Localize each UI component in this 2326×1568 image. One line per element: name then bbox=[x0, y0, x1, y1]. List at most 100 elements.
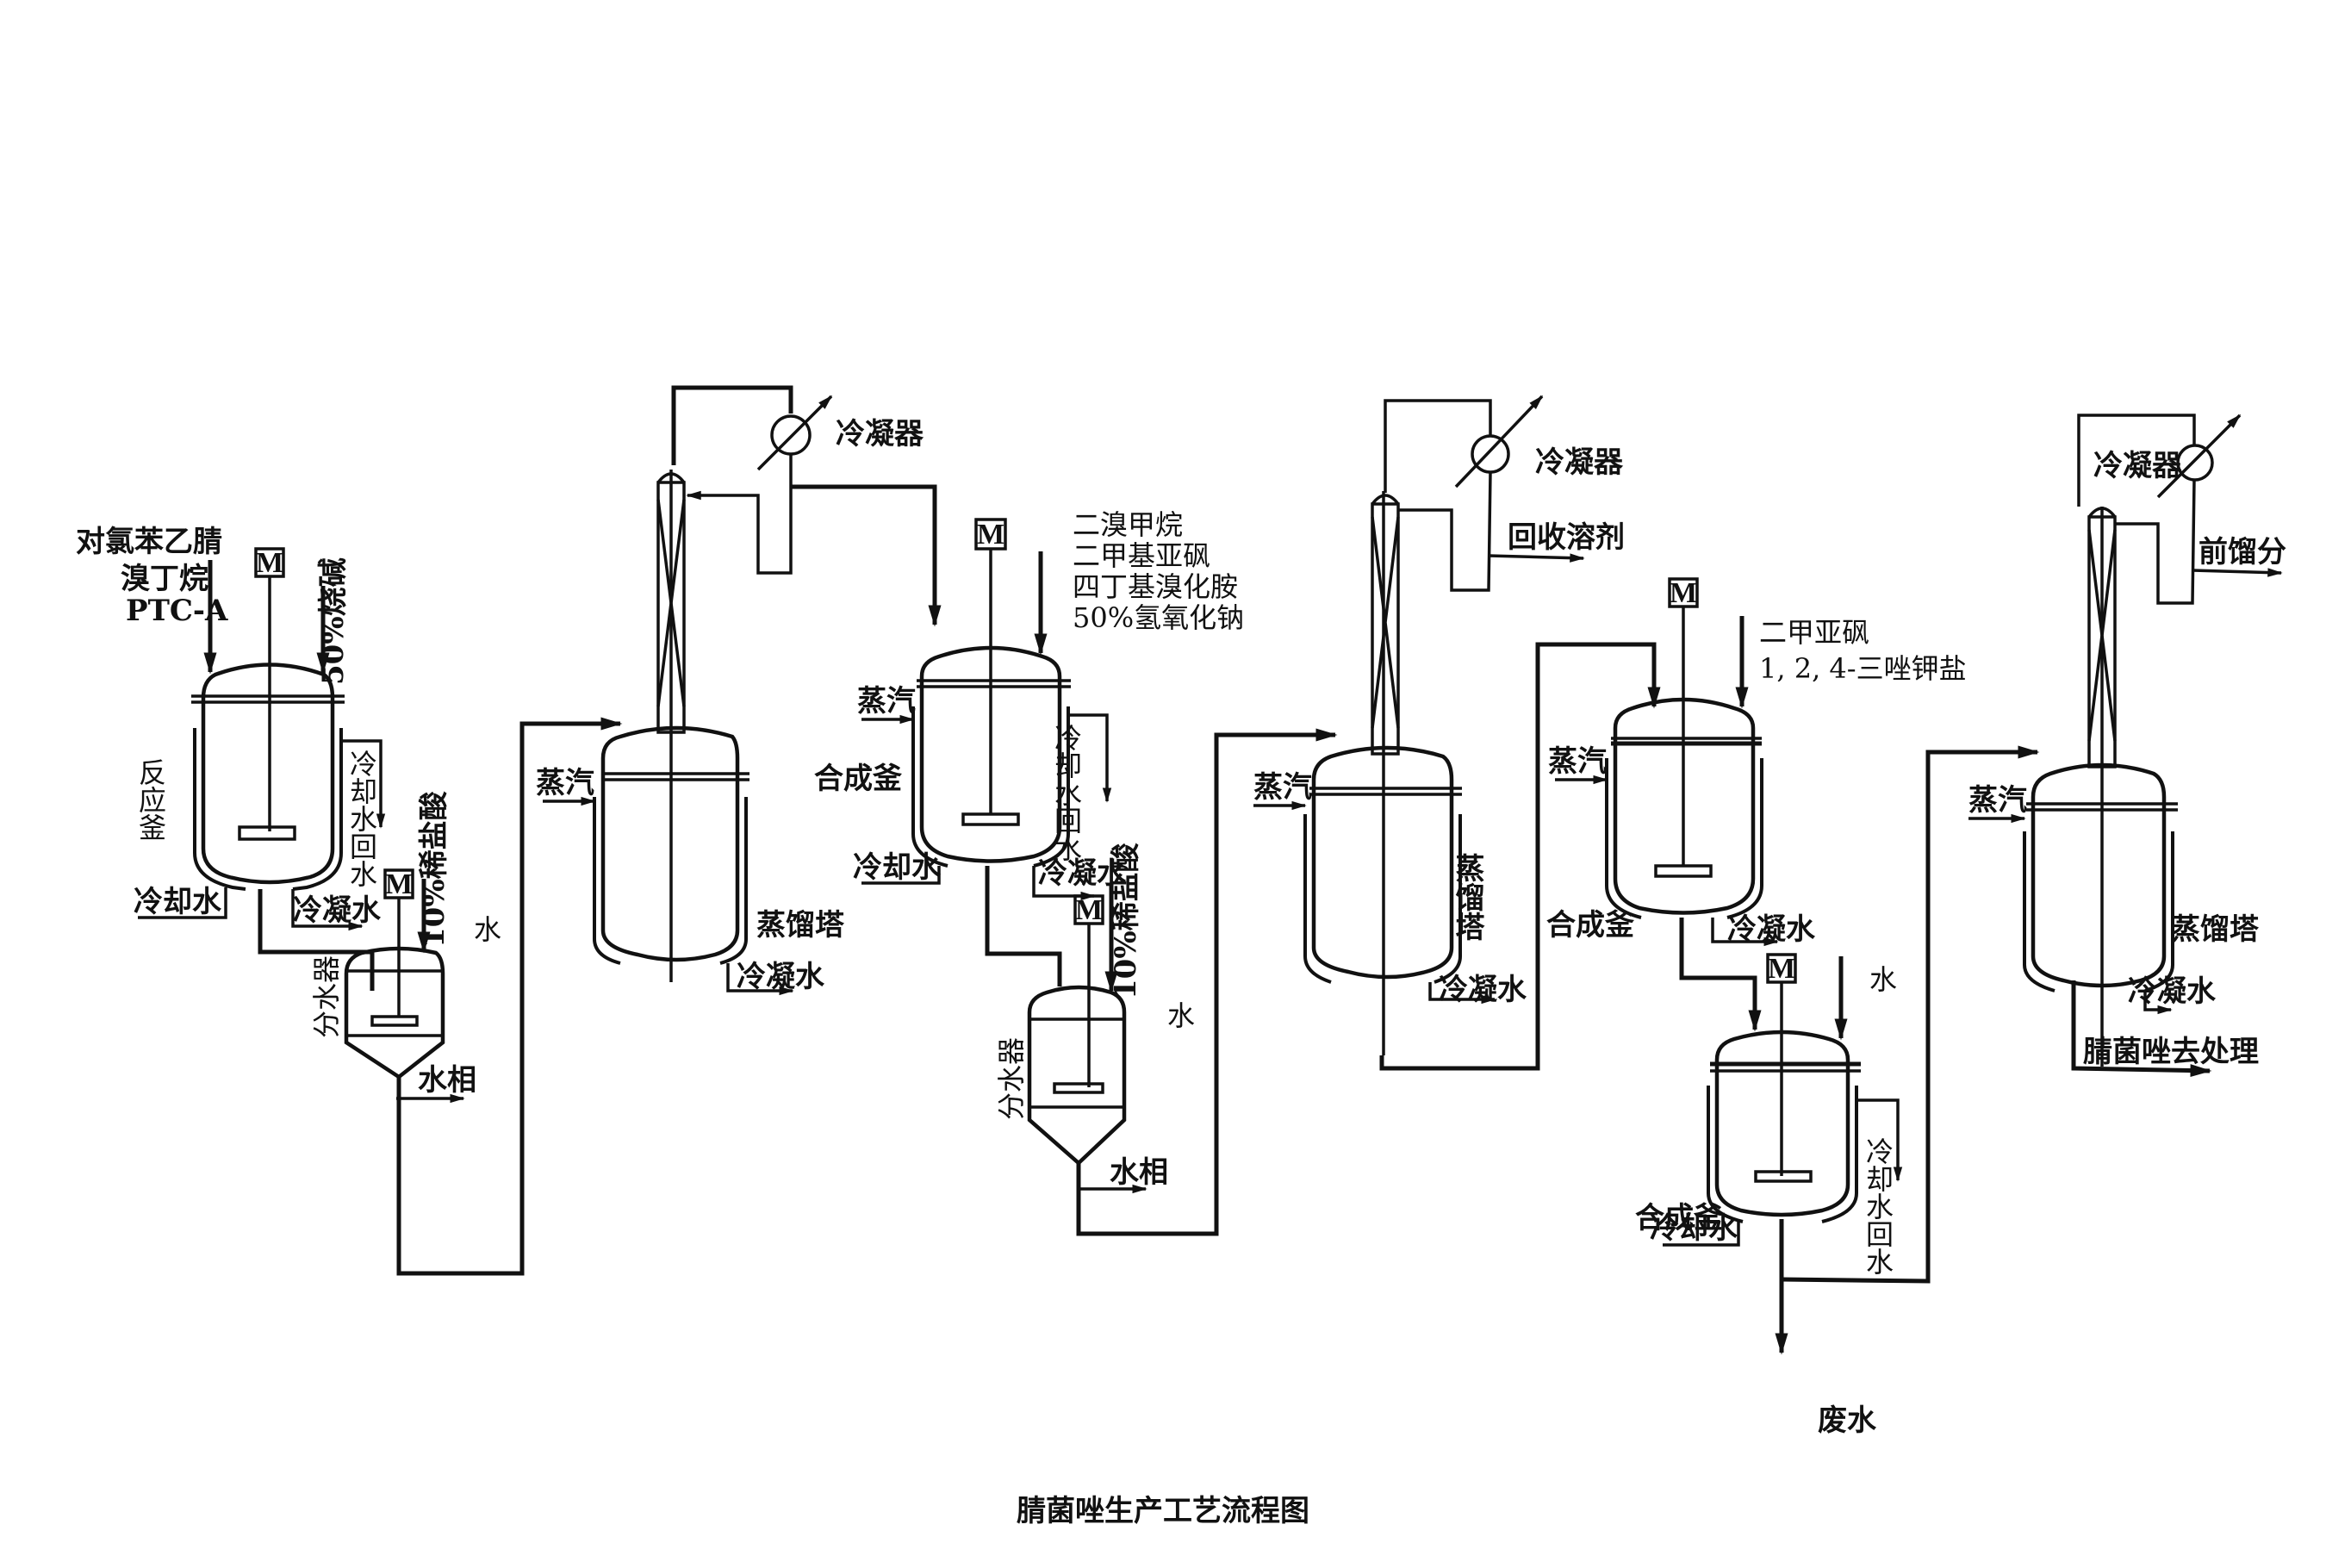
column-jacket bbox=[593, 797, 748, 965]
column3-name: 蒸馏塔 bbox=[2171, 912, 2260, 947]
vapor-line bbox=[671, 385, 793, 465]
reactor-condensate-label: 冷凝水 bbox=[293, 893, 382, 928]
synth3-cooling-in-label: 冷却水 bbox=[1650, 1211, 1738, 1246]
synth3-name: 合成釜 bbox=[1635, 1201, 1723, 1235]
column1-steam-label: 蒸汽 bbox=[536, 766, 594, 800]
separator1-outlet-label: 水相 bbox=[418, 1063, 476, 1098]
distillation-column-3 bbox=[1968, 414, 2283, 1078]
condenser-icon bbox=[2176, 444, 2214, 482]
synth2-condensate-label: 冷凝水 bbox=[1727, 912, 1816, 947]
synth1-feed-3: 四丁基溴化胺 bbox=[1073, 570, 1238, 603]
synth1-feed-1: 二溴甲烷 bbox=[1073, 508, 1183, 541]
condensate-line bbox=[291, 889, 364, 931]
synth2-jacket bbox=[1605, 758, 1763, 919]
distillation-column-1 bbox=[543, 385, 942, 996]
cooling-in-line bbox=[1663, 1222, 1740, 1247]
column3-product-label: 腈菌唑去处理 bbox=[2083, 1035, 2259, 1069]
synth2-vessel bbox=[1613, 697, 1756, 915]
separator-to-column1-pipe bbox=[396, 717, 623, 1276]
separator2-name: 分水器 bbox=[995, 1037, 1028, 1120]
fore-fraction-line bbox=[2192, 568, 2283, 577]
synth1-to-separator2-pipe bbox=[985, 866, 1062, 986]
synth2-feed-1: 二甲亚砜 bbox=[1759, 616, 1869, 649]
column-pot bbox=[600, 725, 740, 962]
cooling-return-line bbox=[1068, 713, 1112, 803]
motor-label: M bbox=[1768, 953, 1795, 985]
column2-steam-label: 蒸汽 bbox=[1253, 770, 1312, 805]
synth1-vessel bbox=[919, 645, 1062, 863]
motor-label: M bbox=[1670, 577, 1697, 609]
column3-fore-fraction-label: 前馏分 bbox=[2199, 535, 2286, 569]
motor-label: M bbox=[977, 519, 1004, 551]
reflux-line bbox=[2115, 479, 2196, 605]
packing-column bbox=[1371, 502, 1400, 756]
separator1-acid-label: 10%稀盐酸 bbox=[417, 790, 451, 948]
separator1-water-label: 水 bbox=[474, 913, 501, 946]
synth2-to-synth3-pipe bbox=[1679, 918, 1762, 1032]
synth3-jacket bbox=[1707, 1086, 1858, 1223]
cooling-return-line bbox=[1856, 1098, 1903, 1182]
column-pot bbox=[1311, 745, 1454, 980]
separator-2: M bbox=[1027, 883, 1147, 1194]
condenser-arrow bbox=[756, 395, 833, 471]
column3-steam-label: 蒸汽 bbox=[1968, 783, 2027, 818]
synthesis-kettle-1: M bbox=[861, 518, 1112, 901]
reactor-jacket bbox=[193, 728, 343, 891]
column1-name: 蒸馏塔 bbox=[756, 908, 845, 943]
synth2-steam-label: 蒸汽 bbox=[1548, 744, 1607, 779]
column-jacket bbox=[2023, 831, 2174, 992]
synth1-cooling-return-label: 冷却水回水 bbox=[1050, 724, 1083, 862]
column1-condensate-label: 冷凝水 bbox=[737, 960, 825, 994]
synthesis-kettle-3: M bbox=[1663, 745, 2040, 1355]
separator-1: M bbox=[344, 868, 465, 1104]
reactor-vessel bbox=[201, 663, 335, 885]
motor-label: M bbox=[385, 868, 413, 900]
column-pot bbox=[2031, 762, 2167, 988]
synth2-name: 合成釜 bbox=[1546, 908, 1634, 943]
synth1-steam-label: 蒸汽 bbox=[857, 684, 916, 719]
synth3-to-column3-pipe bbox=[1781, 745, 2040, 1284]
cooling-return-line bbox=[341, 739, 386, 829]
synth1-feed-4: 50%氢氧化钠 bbox=[1073, 601, 1244, 634]
agitator-blade bbox=[1654, 864, 1713, 878]
condenser-icon bbox=[1471, 434, 1510, 474]
column2-name: 蒸馏塔 bbox=[1450, 853, 1484, 941]
reactor-feed-2: 溴丁烷 bbox=[121, 562, 208, 596]
reactor-caustic-label: 50%烧碱 bbox=[316, 557, 351, 685]
separator-vessel bbox=[1027, 985, 1127, 1167]
column3-condenser-label: 冷凝器 bbox=[2093, 449, 2182, 483]
synth1-name: 合成釜 bbox=[814, 762, 902, 796]
separator2-water-label: 水 bbox=[1167, 999, 1195, 1032]
reactor-cooling-return-label: 冷却水回水 bbox=[345, 750, 378, 887]
condensate-line bbox=[726, 963, 794, 996]
synth1-feed-2: 二甲基亚砜 bbox=[1073, 539, 1210, 572]
separator2-acid-label: 10%稀盐酸 bbox=[1109, 842, 1143, 999]
column-top bbox=[656, 472, 686, 484]
condenser-arrow bbox=[1454, 395, 1544, 488]
synth2-feed-2: 1, 2, 4-三唑钾盐 bbox=[1759, 652, 1967, 685]
diagram-caption: 腈菌唑生产工艺流程图 bbox=[1017, 1494, 1309, 1528]
cooling-in-line bbox=[861, 866, 941, 885]
agitator-blade bbox=[1053, 1082, 1104, 1094]
reflux-line bbox=[686, 454, 793, 575]
agitator-blade bbox=[961, 812, 1020, 826]
agitator-blade bbox=[370, 1015, 419, 1027]
packing-cross bbox=[1371, 516, 1400, 729]
reactor-name: 反应釜 bbox=[134, 758, 167, 841]
reactor-cooling-in-label: 冷却水 bbox=[134, 885, 222, 919]
condensate-line bbox=[1428, 982, 1496, 1005]
column2-to-synth2-pipe bbox=[1379, 642, 1661, 1071]
column-top bbox=[2087, 507, 2117, 519]
vapor-line bbox=[1384, 399, 1492, 493]
column2-condenser-label: 冷凝器 bbox=[1535, 445, 1624, 480]
column1-condenser-label: 冷凝器 bbox=[836, 417, 924, 451]
condenser-arrow bbox=[2156, 414, 2242, 499]
column-top bbox=[1371, 494, 1400, 506]
column3-condensate-label: 冷凝水 bbox=[2128, 974, 2217, 1009]
synth1-jacket bbox=[911, 706, 1070, 868]
synthesis-kettle-2: M bbox=[1555, 577, 1779, 947]
separator2-outlet-label: 水相 bbox=[1110, 1155, 1168, 1190]
distillation-column-2 bbox=[1253, 395, 1661, 1071]
cooling-in-line bbox=[138, 887, 227, 919]
